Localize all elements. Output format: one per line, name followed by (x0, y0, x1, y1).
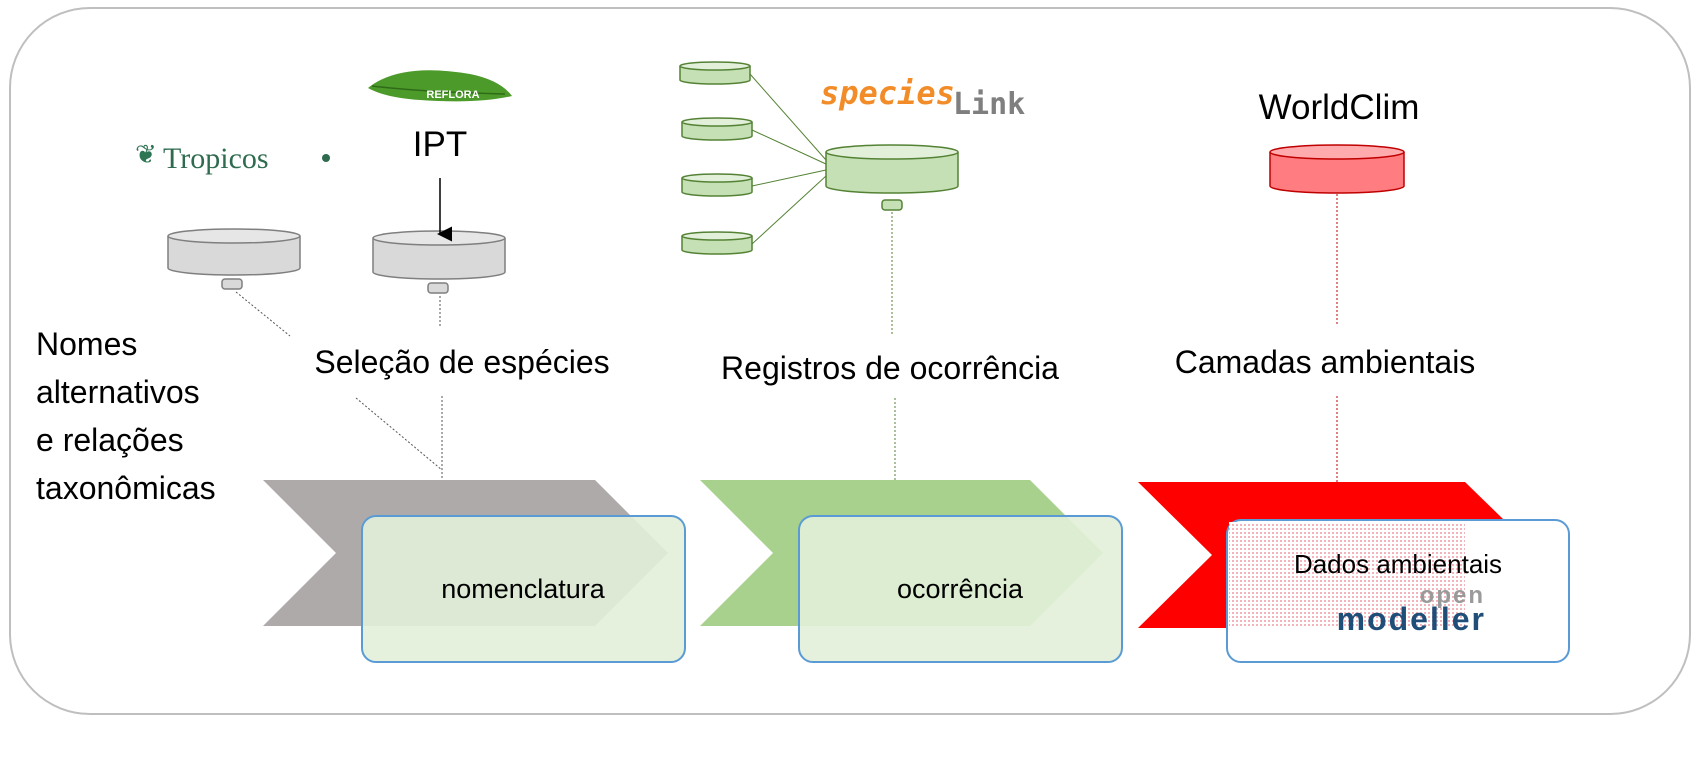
svg-text:REFLORA: REFLORA (426, 89, 479, 101)
registros-ocorrencia-label: Registros de ocorrência (721, 350, 1059, 386)
camadas-ambientais-label: Camadas ambientais (1175, 344, 1476, 380)
specieslink-source-databases (679, 61, 753, 255)
svg-text:Link: Link (953, 87, 1025, 122)
stage-label-ocorrencia: ocorrência (897, 574, 1024, 604)
svg-text:species: species (820, 74, 955, 112)
ipt-label: IPT (413, 125, 467, 164)
openmodeller-logo-open: open (1420, 582, 1485, 609)
connector-tropicos-chevron (355, 397, 443, 471)
openmodeller-logo-modeller: modeller (1337, 601, 1486, 637)
source-database-icon (679, 61, 751, 85)
tropicos-logo: ❦ Tropicos (135, 139, 330, 175)
source-database-icon (681, 117, 753, 141)
selecao-especies-label: Seleção de espécies (314, 344, 609, 380)
stage-box-ocorrencia (798, 515, 1123, 663)
specieslink-connector-lines (749, 73, 827, 245)
worldclim-label: WorldClim (1259, 88, 1420, 127)
worldclim-database-icon (1269, 144, 1405, 194)
stage-label-dados-ambientais: Dados ambientais (1294, 549, 1502, 579)
tropicos-leaf-icon: ❦ (135, 139, 157, 169)
stage-box-nomenclatura (361, 515, 686, 663)
specieslink-database-icon (825, 144, 959, 211)
svg-text:Tropicos: Tropicos (163, 142, 269, 175)
stage-label-nomenclatura: nomenclatura (441, 574, 606, 604)
stage-box-dotted-overlay (1229, 522, 1465, 626)
source-database-icon (681, 231, 753, 255)
tropicos-database-icon (167, 228, 301, 290)
reflora-logo: REFLORA (368, 70, 512, 102)
source-database-icon (681, 173, 753, 197)
nomes-alternativos-label: Nomes alternativos e relações taxonômica… (36, 326, 216, 506)
specieslink-logo: species Link (820, 74, 1025, 122)
